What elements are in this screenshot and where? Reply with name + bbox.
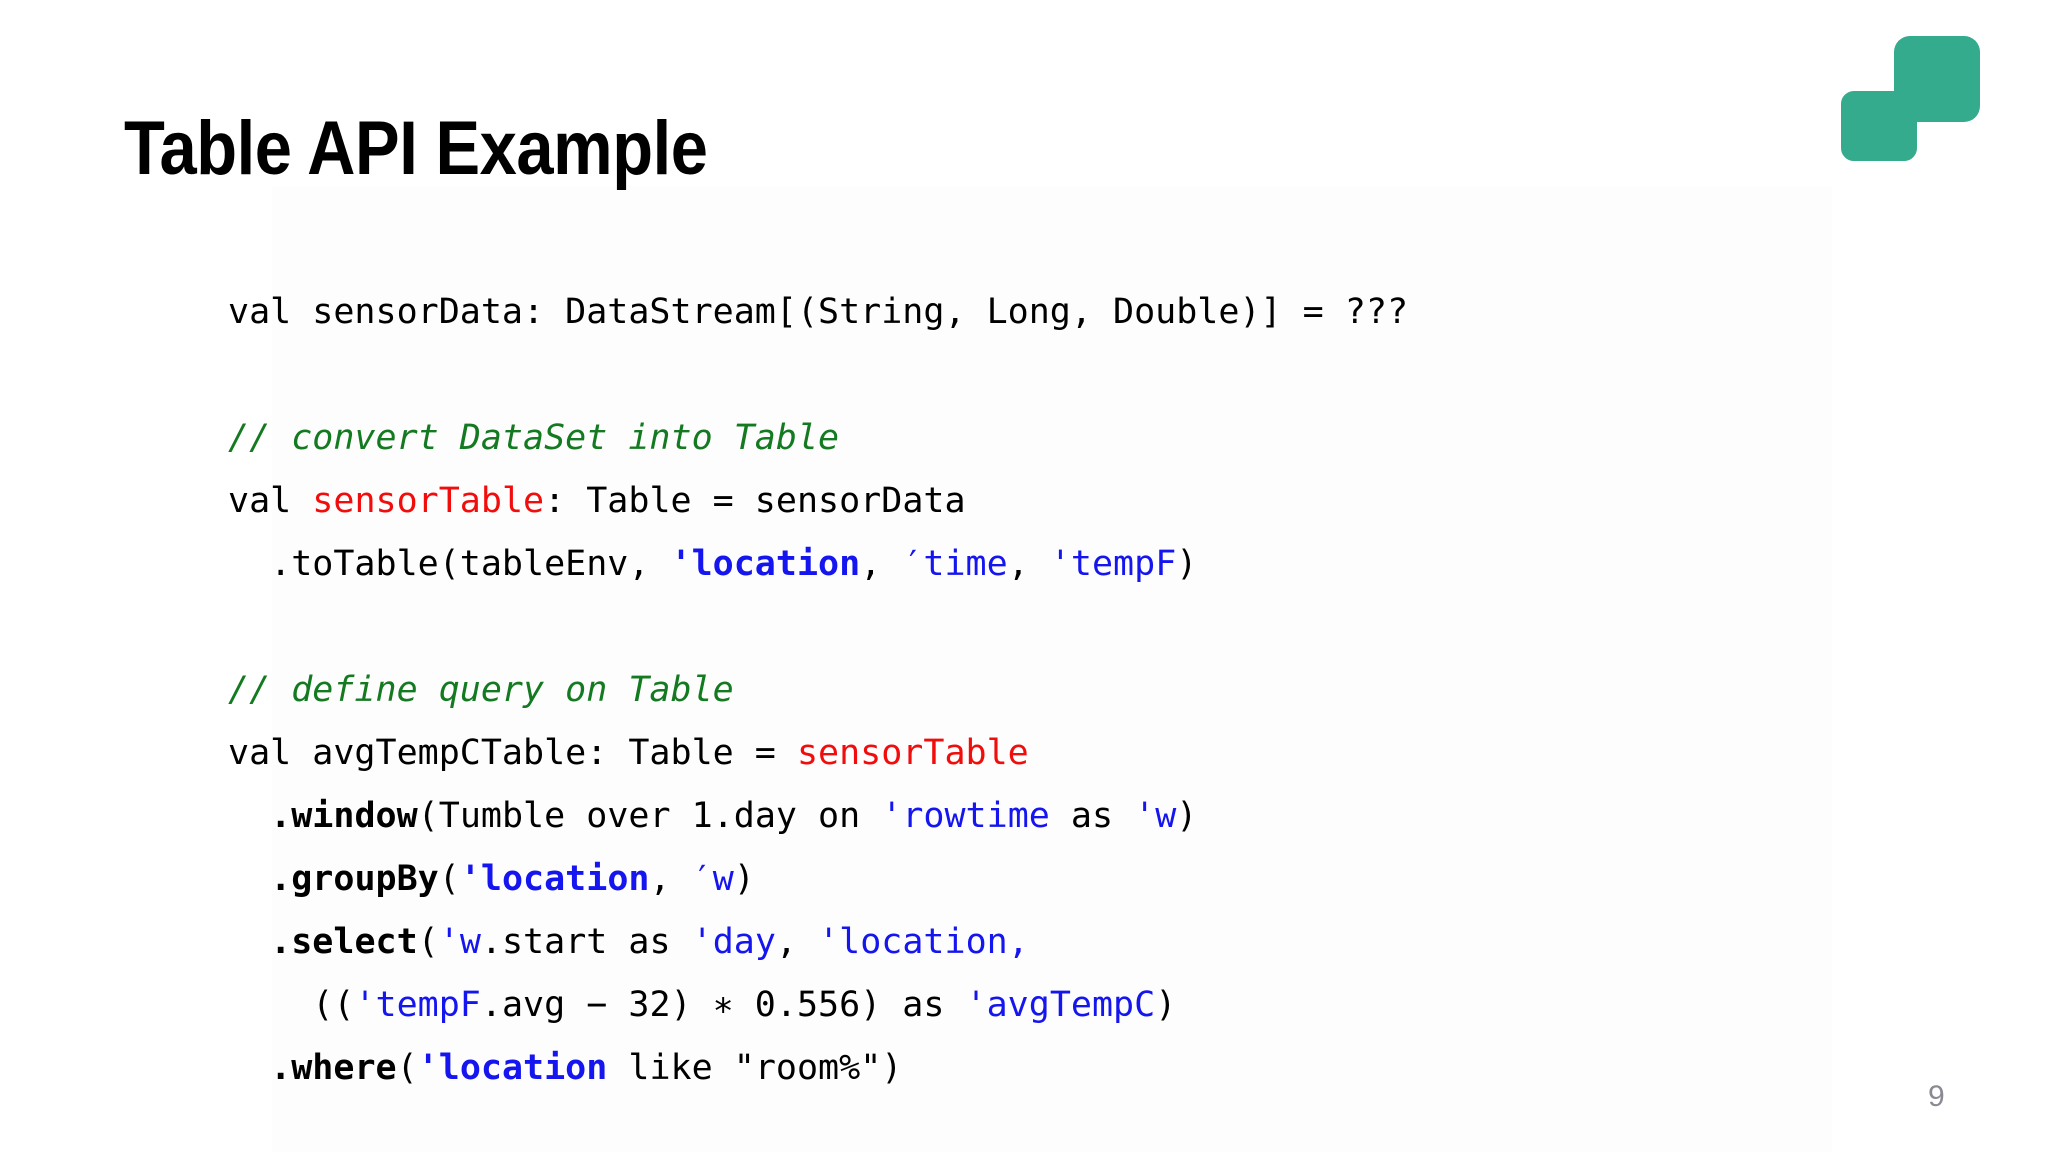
code-token-blue: ′time bbox=[902, 544, 1008, 584]
code-token-plain: ) bbox=[1176, 544, 1198, 584]
code-token-plain: ) bbox=[1155, 985, 1177, 1025]
code-token-bold: .where bbox=[270, 1048, 397, 1088]
code-token-comment: // define query on Table bbox=[228, 670, 734, 710]
code-token-blue: 'w bbox=[1134, 796, 1177, 836]
code-token-plain: , bbox=[860, 544, 903, 584]
code-token-blue: 'tempF bbox=[354, 985, 481, 1025]
code-token-blue-bold: 'location bbox=[459, 859, 650, 899]
code-token-plain bbox=[228, 1048, 270, 1088]
code-line: (('tempF.avg − 32) ∗ 0.556) as 'avgTempC… bbox=[228, 974, 1408, 1037]
code-token-plain: .start as bbox=[480, 922, 692, 962]
code-token-blue: 'avgTempC bbox=[965, 985, 1156, 1025]
code-token-blue-bold: 'location bbox=[670, 544, 861, 584]
code-token-plain: (Tumble over 1.day on bbox=[417, 796, 882, 836]
code-line: .window(Tumble over 1.day on 'rowtime as… bbox=[228, 785, 1408, 848]
code-line: .where('location like "room%") bbox=[228, 1037, 1408, 1100]
code-token-blue: 'location, bbox=[818, 922, 1029, 962]
code-token-plain: val avgTempCTable: Table = bbox=[228, 733, 797, 773]
code-line: .toTable(tableEnv, 'location, ′time, 'te… bbox=[228, 533, 1408, 596]
code-token-blue: ′w bbox=[691, 859, 734, 899]
code-token-plain: .avg − 32) ∗ 0.556) as bbox=[480, 985, 966, 1025]
code-token-plain: as bbox=[1049, 796, 1135, 836]
code-line: val avgTempCTable: Table = sensorTable bbox=[228, 722, 1408, 785]
code-line: val sensorData: DataStream[(String, Long… bbox=[228, 281, 1408, 344]
code-token-plain: : Table = sensorData bbox=[544, 481, 966, 521]
code-token-comment: // convert DataSet into Table bbox=[228, 418, 840, 458]
code-blank-line bbox=[228, 596, 1408, 659]
code-line: .groupBy('location, ′w) bbox=[228, 848, 1408, 911]
code-token-plain: , bbox=[775, 922, 819, 962]
code-token-plain bbox=[228, 922, 270, 962]
code-token-plain: ( bbox=[396, 1048, 418, 1088]
code-token-plain: like "room%") bbox=[607, 1048, 903, 1088]
code-token-plain: val bbox=[228, 481, 313, 521]
code-token-blue: 'tempF bbox=[1049, 544, 1177, 584]
code-token-plain: , bbox=[649, 859, 692, 899]
code-token-blue: 'w bbox=[438, 922, 481, 962]
code-token-plain bbox=[228, 796, 270, 836]
code-token-red: sensorTable bbox=[796, 733, 1029, 773]
code-token-bold: .groupBy bbox=[270, 859, 439, 899]
apache-flink-squares-logo-icon bbox=[1838, 36, 1980, 164]
code-line: // define query on Table bbox=[228, 659, 1408, 722]
code-token-plain: val sensorData: DataStream[(String, Long… bbox=[228, 292, 1409, 332]
code-token-plain: ( bbox=[438, 859, 460, 899]
code-block: val sensorData: DataStream[(String, Long… bbox=[228, 281, 1408, 1100]
code-token-blue: 'day bbox=[691, 922, 776, 962]
code-token-bold: .select bbox=[270, 922, 418, 962]
code-line: .select('w.start as 'day, 'location, bbox=[228, 911, 1408, 974]
code-line: val sensorTable: Table = sensorData bbox=[228, 470, 1408, 533]
code-token-plain: (( bbox=[228, 985, 355, 1025]
code-token-blue-bold: 'location bbox=[417, 1048, 608, 1088]
page-title: Table API Example bbox=[124, 105, 708, 191]
code-token-plain bbox=[228, 859, 270, 899]
code-token-bold: .window bbox=[270, 796, 418, 836]
code-blank-line bbox=[228, 344, 1408, 407]
code-line: // convert DataSet into Table bbox=[228, 407, 1408, 470]
code-token-red: sensorTable bbox=[312, 481, 545, 521]
code-token-plain: , bbox=[1007, 544, 1050, 584]
code-token-plain: .toTable(tableEnv, bbox=[228, 544, 671, 584]
logo-square-front-icon bbox=[1894, 36, 1980, 122]
code-token-plain: ) bbox=[1176, 796, 1198, 836]
code-token-blue: 'rowtime bbox=[881, 796, 1050, 836]
page-number: 9 bbox=[1928, 1080, 1945, 1113]
code-token-plain: ( bbox=[417, 922, 439, 962]
code-token-plain: ) bbox=[733, 859, 755, 899]
